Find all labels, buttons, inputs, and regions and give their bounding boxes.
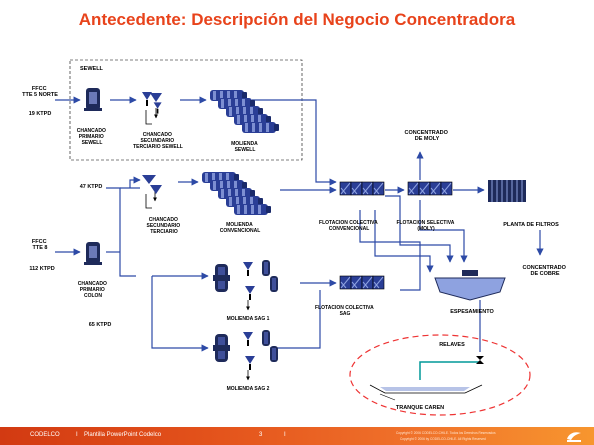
molienda-sag1-icon	[213, 260, 278, 300]
kpd-47-label: 47 KTPD	[80, 184, 103, 190]
chancado-primario-sewell-label: CHANCADO PRIMARIO SEWELL	[77, 128, 108, 146]
kpd-112-label: 112 KTPD	[29, 266, 54, 272]
planta-filtros-icon	[488, 180, 526, 202]
molienda-sewell-label: MOLIENDA SEWELL	[231, 141, 259, 153]
flotacion-selectiva-cells-icon	[407, 181, 453, 196]
footer-template: Plantilla PowerPoint Codelco	[84, 432, 162, 438]
footer-separator: I	[76, 432, 78, 438]
footer-page-number: 3	[259, 432, 263, 438]
primary-crusher-sewell-icon	[84, 88, 102, 111]
sewell-area-box	[69, 59, 303, 161]
flotacion-selectiva-label: FLOTACION SELECTIVA (MOLY)	[396, 220, 455, 232]
tranque-highlight-ellipse	[349, 334, 531, 416]
molienda-sewell-mills-icon	[210, 90, 279, 133]
kpd-19-label: 19 KTPD	[29, 111, 52, 117]
flotacion-colectiva-conv-cells-icon	[339, 181, 385, 196]
footer-separator-2: I	[284, 432, 286, 438]
footer-bar: CODELCO I Plantilla PowerPoint Codelco 3…	[0, 427, 594, 445]
chancado-sec-ter-sewell-label: CHANCADO SECUNDARIO TERCIARIO SEWELL	[133, 132, 183, 150]
footer-brand: CODELCO	[30, 432, 60, 438]
footer-copyright-2: Copyright © 2006 by CODELCO-CHILE. All R…	[400, 437, 486, 441]
relaves-label: RELAVES	[439, 342, 465, 348]
crusher-secondary-sewell-icon	[142, 92, 162, 114]
flotacion-colectiva-sag-label: FLOTACION COLECTIVA SAG	[315, 305, 375, 317]
espesador-icon	[434, 270, 506, 301]
planta-filtros-label: PLANTA DE FILTROS	[503, 222, 559, 228]
molienda-sag2-label: MOLIENDA SAG 2	[227, 386, 270, 392]
molienda-sag2-icon	[213, 330, 278, 370]
molienda-sag1-label: MOLIENDA SAG 1	[227, 316, 270, 322]
ffcc-tte5-label: FFCC TTE 5 NORTE	[22, 86, 58, 98]
process-flow-diagram: SEWELL FFCC TTE 5 NORTE 19 KTPD FFCC TTE…	[22, 59, 568, 416]
ffcc-tte8-label: FFCC TTE 8	[32, 239, 48, 251]
chancado-sec-ter-label: CHANCADO SECUNDARIO TERCIARIO	[146, 217, 181, 235]
molienda-convencional-mills-icon	[202, 172, 271, 215]
sewell-box-label: SEWELL	[80, 66, 104, 72]
tranque-caren-label: TRANQUE CAREN	[396, 405, 444, 411]
slide-title: Antecedente: Descripción del Negocio Con…	[78, 10, 516, 29]
molienda-convencional-label: MOLIENDA CONVENCIONAL	[220, 222, 261, 234]
tranque-dam-shape	[369, 384, 483, 394]
chancado-primario-colon-label: CHANCADO PRIMARIO COLON	[78, 281, 109, 299]
kpd-65-label: 65 KTPD	[89, 322, 112, 328]
concentrado-moly-label: CONCENTRADO DE MOLY	[405, 130, 450, 142]
flotacion-colectiva-sag-cells-icon	[339, 275, 385, 290]
primary-crusher-colon-icon	[84, 242, 102, 265]
crusher-secondary-icon	[142, 175, 162, 194]
flow-lines	[55, 96, 544, 352]
espesamiento-label: ESPESAMIENTO	[450, 309, 494, 315]
concentrado-cobre-label: CONCENTRADO DE COBRE	[523, 265, 568, 277]
valve-icon	[476, 356, 484, 364]
tranque-water	[380, 387, 470, 391]
relaves-pipe	[419, 361, 480, 380]
flotacion-colectiva-conv-label: FLOTACION COLECTIVA CONVENCIONAL	[319, 220, 379, 232]
footer-copyright-1: Copyright © 2006 CODELCO-CHILE. Todos lo…	[396, 431, 496, 435]
codelco-logo-icon	[567, 432, 581, 442]
